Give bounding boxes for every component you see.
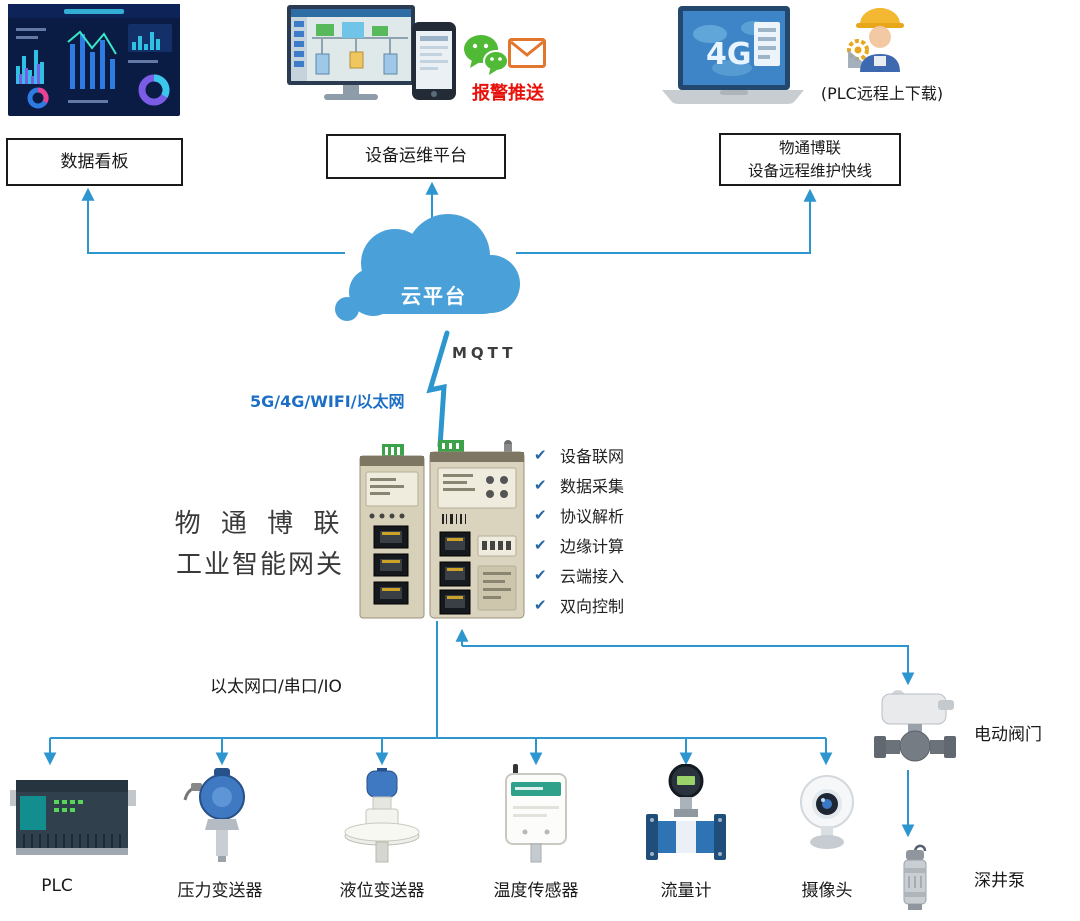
feature-label: 边缘计算 [560, 537, 625, 556]
check-icon: ✔ [534, 476, 547, 494]
check-icon: ✔ [534, 506, 547, 524]
mqtt-label: MQTT [452, 344, 517, 362]
lightning-bolt [426, 330, 450, 449]
feature-label: 数据采集 [560, 477, 625, 496]
plc-image [10, 780, 136, 855]
alarm-push-label: 报警推送 [472, 83, 544, 104]
uplink-label: 5G/4G/WIFI/以太网 [250, 392, 405, 411]
laptop-screen-text: 4G [706, 37, 752, 72]
feature-label: 设备联网 [560, 447, 625, 466]
feature-row: ✔ 数据采集 [534, 470, 624, 500]
gateway-device [359, 440, 525, 619]
smartphone [412, 22, 456, 100]
check-icon: ✔ [534, 536, 547, 554]
deep-well-pump-label: 深井泵 [974, 871, 1025, 891]
wechat-icon [464, 35, 509, 75]
gateway-features: ✔ 设备联网 ✔ 数据采集 ✔ 协议解析 ✔ 边缘计算 ✔ 云端接入 ✔ 双向控… [534, 440, 624, 620]
feature-row: ✔ 双向控制 [534, 590, 624, 620]
mail-icon [508, 38, 546, 68]
check-icon: ✔ [534, 596, 547, 614]
cloud-shape [335, 214, 520, 321]
laptop: 4G [662, 6, 804, 104]
feature-row: ✔ 设备联网 [534, 440, 624, 470]
feature-label: 双向控制 [560, 597, 625, 616]
deep-well-pump-image [903, 844, 927, 910]
flow-meter-image [646, 764, 726, 860]
dashboard-box-label: 数据看板 [60, 151, 129, 172]
camera-label: 摄像头 [801, 881, 853, 901]
temperature-sensor-image [505, 764, 567, 863]
dashboard-screenshot [8, 4, 180, 116]
dashboard-box: 数据看板 [6, 138, 183, 186]
feature-label: 云端接入 [560, 567, 625, 586]
pressure-transmitter-image [183, 768, 245, 862]
plc-remote-note: (PLC远程上下载) [820, 84, 944, 103]
remote-box-line2: 设备远程维护快线 [747, 161, 872, 180]
gateway-title-line2: 工业智能网关 [175, 550, 344, 580]
check-icon: ✔ [534, 446, 547, 464]
line-gateway-to-valve [462, 645, 915, 686]
gateway-title-line1: 物 通 博 联 [174, 509, 346, 539]
scada-monitor [287, 5, 415, 100]
cloud-label: 云平台 [401, 284, 467, 308]
pressure-transmitter-label: 压力变送器 [177, 881, 263, 901]
level-transmitter-label: 液位变送器 [339, 881, 425, 901]
gateway-title: 物 通 博 联 工业智能网关 [158, 503, 362, 581]
bus-label: 以太网口/串口/IO [210, 677, 342, 697]
feature-label: 协议解析 [560, 507, 625, 526]
feature-row: ✔ 边缘计算 [534, 530, 624, 560]
line-cloud-to-dashboard [81, 187, 345, 254]
platform-box-label: 设备运维平台 [365, 146, 467, 167]
plc-label: PLC [41, 876, 73, 896]
platform-box: 设备运维平台 [326, 134, 506, 179]
feature-row: ✔ 云端接入 [534, 560, 624, 590]
camera-image [800, 775, 854, 849]
remote-box: 物通博联 设备远程维护快线 [719, 133, 901, 186]
engineer-icon [847, 8, 904, 72]
electric-valve-label: 电动阀门 [974, 725, 1042, 745]
check-icon: ✔ [534, 566, 547, 584]
level-transmitter-image [344, 768, 420, 863]
electric-valve-image [874, 690, 956, 762]
temperature-sensor-label: 温度传感器 [493, 881, 579, 901]
line-cloud-to-remote [516, 188, 817, 254]
remote-box-line1: 物通博联 [778, 139, 841, 158]
flow-meter-label: 流量计 [660, 881, 712, 901]
feature-row: ✔ 协议解析 [534, 500, 624, 530]
